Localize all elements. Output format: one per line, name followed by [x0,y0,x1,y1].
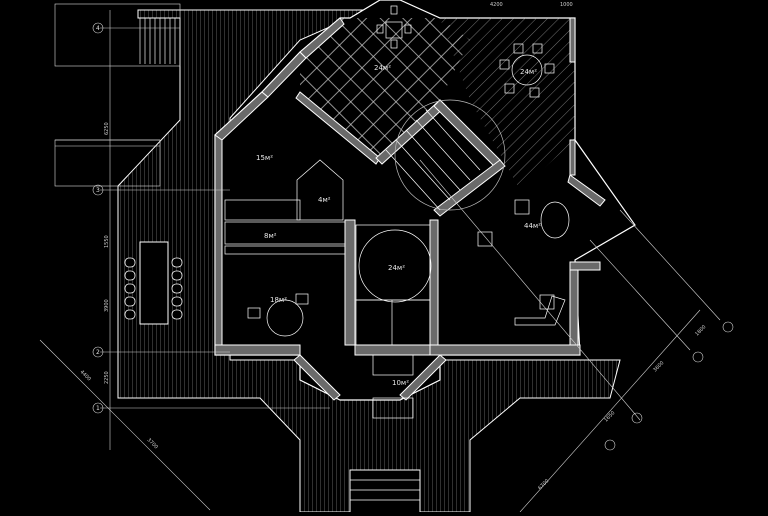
room-label-closet: 8м² [264,232,277,240]
room-label-bedroom: 15м² [256,154,273,162]
dim-br-0: 1800 [694,324,707,337]
dim-left-2: 3900 [104,299,110,312]
dim-left-3: 2250 [104,371,110,384]
dim-left-0: 6250 [104,122,110,135]
room-label-living-room: 44м² [524,222,541,230]
room-label-bathroom: 4м² [318,196,331,204]
walls [214,17,606,401]
dining-table [124,241,183,325]
axis-label-2: 2 [96,349,100,356]
hall-top-floor [300,18,470,158]
dim-br-1: 3600 [652,360,665,373]
room-label-central-hall: 24м² [388,264,405,272]
room-label-terrace-dining: 24м² [520,68,537,76]
axis-label-1: 1 [96,405,100,412]
interior-lines [224,5,570,501]
room-label-hall-top: 24м² [374,64,391,72]
room-label-entrance: 10м² [392,379,409,387]
dim-left-1: 1550 [104,235,110,248]
axis-label-3: 3 [96,187,100,194]
room-label-office: 18м² [270,296,287,304]
dimension-lines [39,10,734,513]
dim-top-1: 1000 [560,2,573,8]
axis-label-4: 4 [96,25,100,32]
terrace-floor [440,18,575,190]
dim-top-0: 4200 [490,2,503,8]
dim-bl-1: 3700 [146,437,159,450]
dim-br-2: 1650 [603,410,616,423]
